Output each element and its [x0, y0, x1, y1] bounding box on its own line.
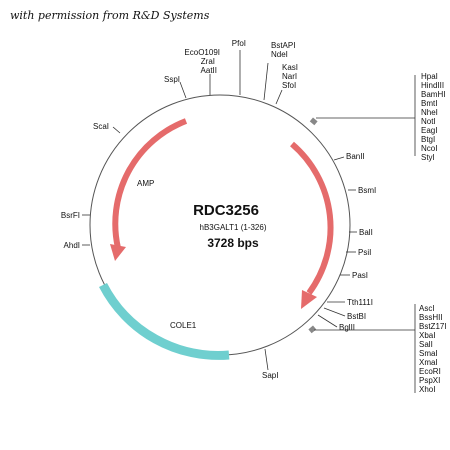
mcs1-site: HpaI	[421, 72, 438, 81]
site-ahdi: AhdI	[64, 241, 80, 250]
mcs1-marker	[309, 117, 318, 126]
left-site-lines	[82, 126, 121, 246]
plasmid-size: 3728 bps	[207, 236, 259, 250]
mcs2-site: SmaI	[419, 349, 438, 358]
amp-arc	[112, 118, 188, 249]
insert-arrowhead	[301, 290, 317, 309]
site-bstapi: BstAPI	[271, 41, 295, 50]
right-site-lines	[317, 156, 357, 328]
mcs2-site: PspXI	[419, 376, 440, 385]
mcs1-list: HpaI HindIII BamHI BmtI NheI NotI EagI B…	[421, 72, 445, 162]
site-bsrfi: BsrFI	[61, 211, 80, 220]
mcs1-site: StyI	[421, 153, 435, 162]
site-ndei: NdeI	[271, 50, 288, 59]
mcs1-site: NheI	[421, 108, 438, 117]
mcs2-site: AscI	[419, 304, 435, 313]
site-bglii: BglII	[339, 323, 355, 332]
site-nari: NarI	[282, 72, 297, 81]
site-sapi: SapI	[262, 371, 278, 380]
site-psii: PsiI	[358, 248, 371, 257]
site-bstbi: BstBI	[347, 312, 366, 321]
site-sfoi: SfoI	[282, 81, 296, 90]
site-pfoi: PfoI	[232, 39, 246, 48]
site-pasi: PasI	[352, 271, 368, 280]
mcs1-site: NcoI	[421, 144, 437, 153]
mcs1-site: EagI	[421, 126, 437, 135]
bottom-site-line	[264, 348, 269, 371]
feature-label-amp: AMP	[137, 179, 154, 188]
mcs2-list: AscI BssHII BstZ17I XbaI SalI SmaI XmaI …	[419, 304, 447, 394]
insert-arc	[290, 141, 334, 295]
mcs1-site: BamHI	[421, 90, 445, 99]
site-scai: ScaI	[93, 122, 109, 131]
mcs1-site: NotI	[421, 117, 436, 126]
mcs1-site: BtgI	[421, 135, 435, 144]
mcs2-marker	[308, 325, 317, 334]
site-aatii: AatII	[201, 66, 217, 75]
permission-credit: with permission from R&D Systems	[10, 9, 210, 22]
site-bsmi: BsmI	[358, 186, 376, 195]
mcs2-site: EcoRI	[419, 367, 441, 376]
mcs2-bracket	[314, 304, 416, 393]
site-sspi: SspI	[164, 75, 180, 84]
mcs2-site: BssHII	[419, 313, 443, 322]
amp-arrowhead	[110, 244, 126, 261]
mcs1-bracket	[316, 75, 416, 156]
site-zrai: ZraI	[201, 57, 215, 66]
mcs2-site: XbaI	[419, 331, 435, 340]
site-tth111i: Tth111I	[347, 298, 373, 307]
plasmid-name: RDC3256	[193, 202, 259, 219]
top-site-lines	[179, 50, 283, 105]
mcs2-site: SalI	[419, 340, 433, 349]
site-ecoo109i: EcoO109I	[184, 48, 220, 57]
mcs2-site: XmaI	[419, 358, 438, 367]
cole1-arc	[99, 282, 230, 360]
feature-label-cole1: COLE1	[170, 321, 197, 330]
site-banii: BanII	[346, 152, 365, 161]
site-bali: BalI	[359, 228, 373, 237]
mcs1-site: BmtI	[421, 99, 437, 108]
site-kasi: KasI	[282, 63, 298, 72]
mcs2-site: XhoI	[419, 385, 435, 394]
mcs1-site: HindIII	[421, 81, 444, 90]
mcs2-site: BstZ17I	[419, 322, 447, 331]
insert-name: hB3GALT1 (1-326)	[200, 223, 267, 232]
